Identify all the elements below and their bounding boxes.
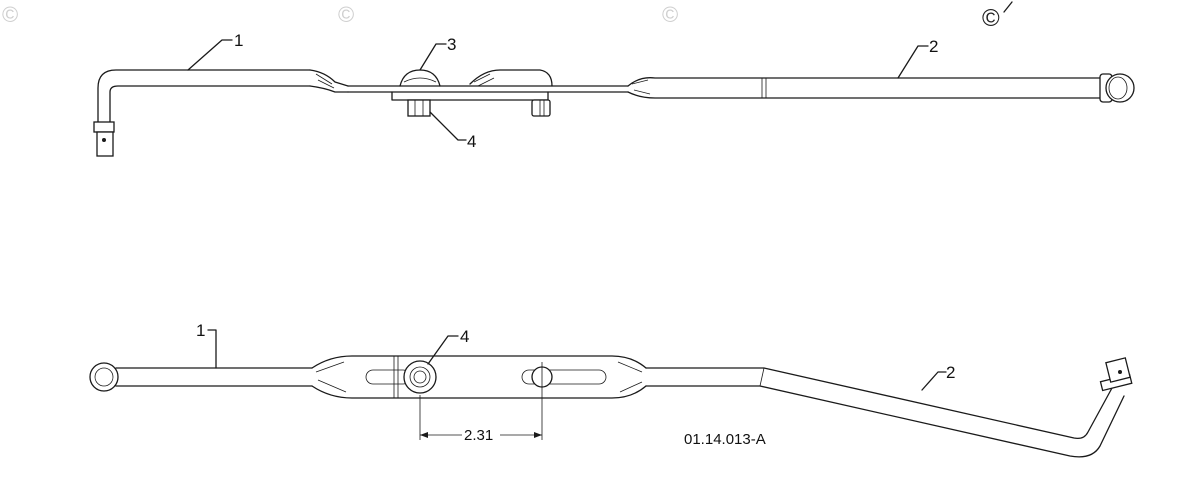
callout-label: 2 — [929, 37, 938, 56]
watermark-symbol: © — [982, 5, 1000, 32]
callout-label: 2 — [946, 363, 955, 382]
adjuster-body-bottom — [311, 355, 647, 399]
rod-2-top — [627, 73, 1135, 103]
callout-label: 4 — [467, 132, 476, 151]
callout-label: 4 — [460, 327, 469, 346]
rod-1-top — [93, 69, 349, 157]
rod-2-bottom — [645, 357, 1133, 458]
callouts-top: 1 2 3 4 — [187, 31, 938, 151]
dimension-label: 2.31 — [464, 427, 493, 444]
callouts-bottom: 1 2 4 — [196, 321, 955, 391]
callout-label: 1 — [234, 31, 243, 50]
bottom-view-assembly: 1 2 4 2.31 01.14.013-A — [89, 321, 1133, 458]
bolt-head-3 — [399, 69, 441, 87]
nut-4-top — [407, 99, 431, 117]
pin-bottom — [531, 362, 553, 392]
dimension-2-31: 2.31 — [419, 392, 543, 444]
nut-4-bottom — [403, 360, 437, 394]
drawing-code: 01.14.013-A — [684, 431, 766, 448]
watermark-symbol: © — [338, 2, 354, 27]
watermark-symbol: © — [662, 2, 678, 27]
top-view-assembly: 1 2 3 4 — [93, 31, 1135, 157]
link-plate-top — [347, 69, 629, 101]
callout-label: 1 — [196, 321, 205, 340]
watermark-symbol: © — [2, 2, 18, 27]
clip-top — [531, 99, 551, 117]
watermark: © © © © — [2, 1, 1013, 32]
callout-label: 3 — [447, 35, 456, 54]
rod-1-bottom — [89, 362, 313, 392]
